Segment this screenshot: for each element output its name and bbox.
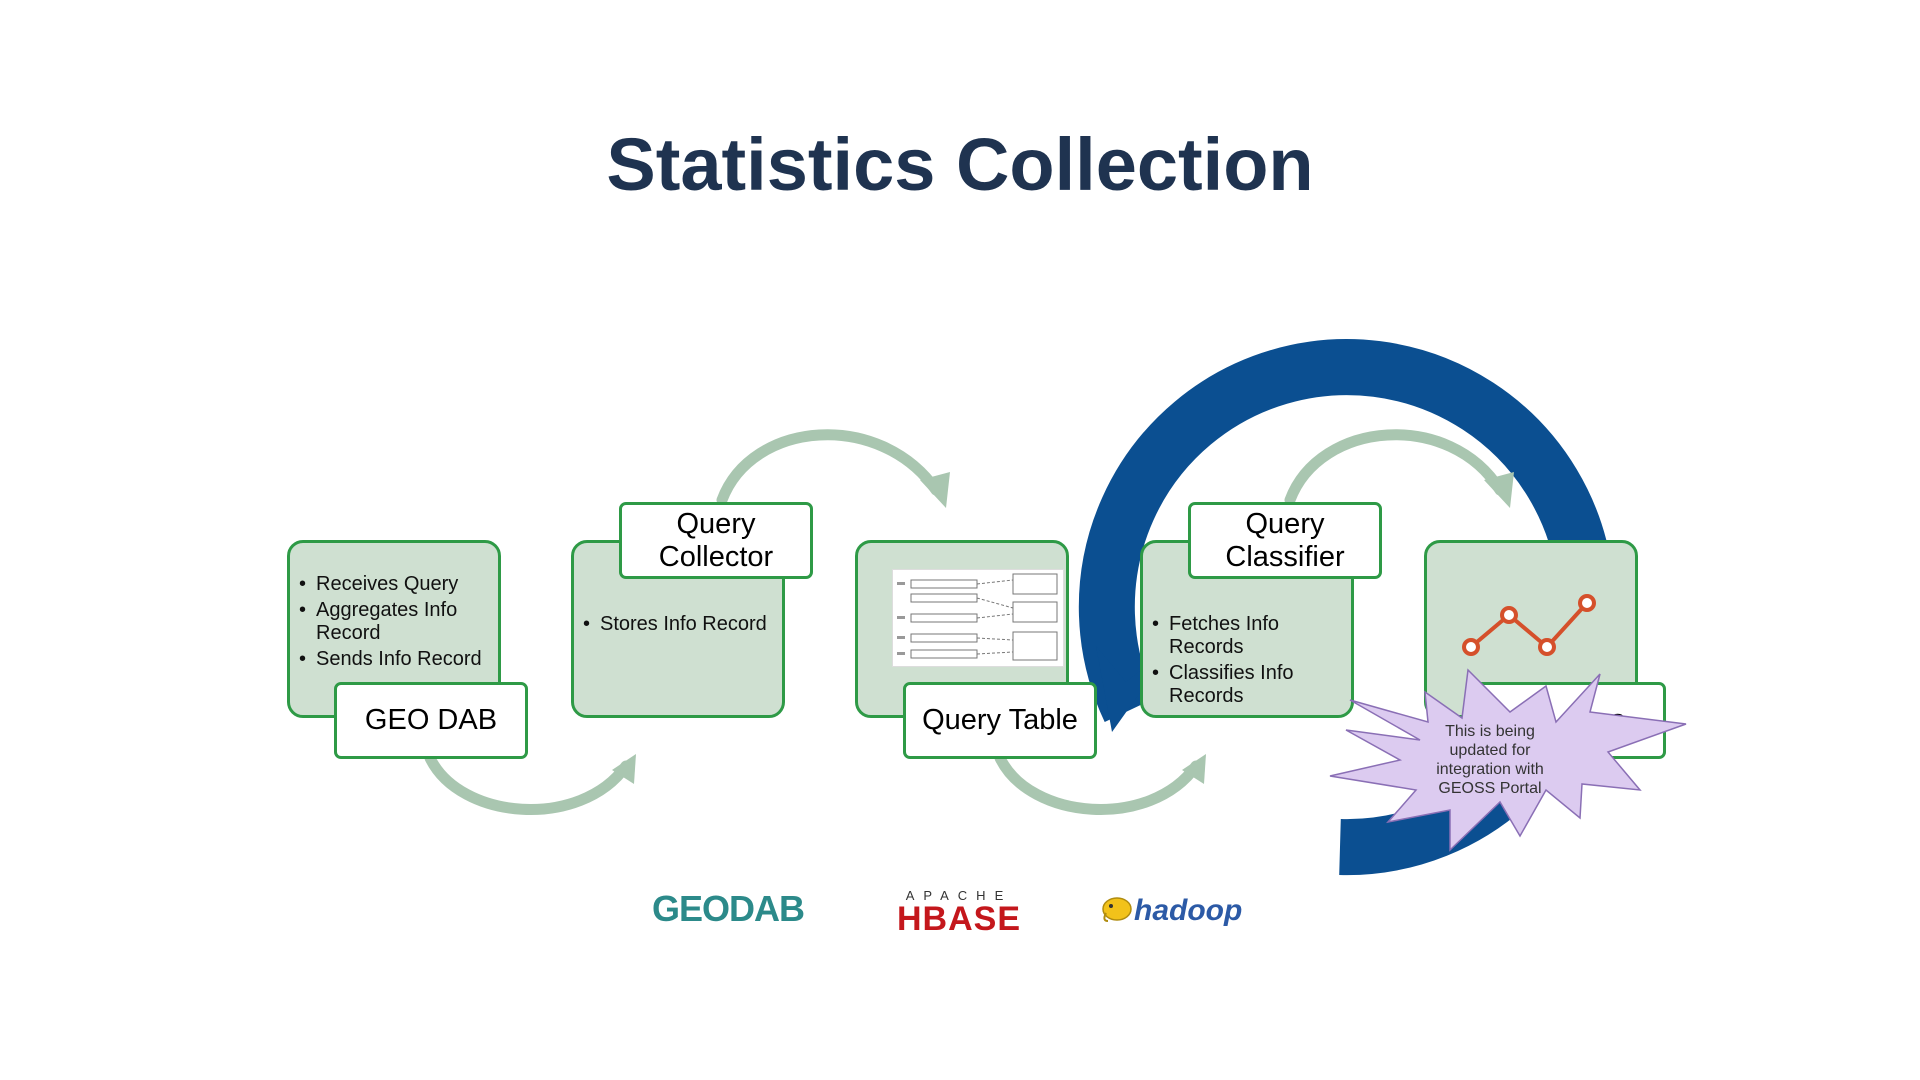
- callout-text: This is being updated for integration wi…: [1436, 723, 1544, 797]
- callout-burst-shape: [1329, 668, 1687, 852]
- step-label-query-table: Query Table: [903, 682, 1097, 759]
- bullet-item: Receives Query: [299, 573, 494, 596]
- bullet-item: Sends Info Record: [299, 648, 494, 671]
- bullet-list-geodab: Receives Query Aggregates Info Record Se…: [296, 573, 494, 674]
- arrow-classifier-to-stats: [1284, 429, 1506, 506]
- step-card-query-collector: Stores Info Record: [571, 540, 785, 718]
- bullet-item: Aggregates Info Record: [299, 599, 494, 645]
- geodab-logo-text: GEODAB: [652, 888, 805, 929]
- slide-title: Statistics Collection: [606, 123, 1314, 206]
- arrowhead-3-icon: [612, 754, 636, 784]
- hbase-logo: HBASE: [896, 900, 1022, 938]
- bullet-item: Fetches Info Records: [1152, 613, 1347, 659]
- step-label-query-classifier: Query Classifier: [1188, 502, 1382, 579]
- geodab-logo: GEODAB: [652, 888, 805, 930]
- bullet-item: Stores Info Record: [583, 613, 778, 636]
- arrowhead-4-icon: [1182, 754, 1206, 784]
- arrow-geodab-to-collector: [424, 752, 632, 815]
- arrow-collector-to-table: [716, 429, 942, 506]
- bullet-list-classifier: Fetches Info Records Classifies Info Rec…: [1149, 613, 1347, 711]
- step-label-geodab: GEO DAB: [334, 682, 528, 759]
- arrow-table-to-classifier: [994, 752, 1202, 815]
- arrowhead-1-icon: [920, 472, 950, 508]
- table-thumbnail-icon: [892, 569, 1064, 667]
- apache-label: APACHE: [905, 888, 1013, 903]
- flow-arrows-top: [716, 429, 1506, 506]
- step-label-query-collector: Query Collector: [619, 502, 813, 579]
- hadoop-elephant-icon: [1102, 897, 1132, 922]
- bullet-item: Classifies Info Records: [1152, 662, 1347, 708]
- arrowhead-2-icon: [1484, 472, 1514, 508]
- schema-table-icon: [897, 573, 1058, 661]
- line-chart-icon: [1462, 594, 1596, 656]
- bullet-list-collector: Stores Info Record: [580, 613, 778, 639]
- flow-arrows-bottom: [424, 752, 1202, 815]
- hadoop-logo: hadoop: [1134, 894, 1243, 927]
